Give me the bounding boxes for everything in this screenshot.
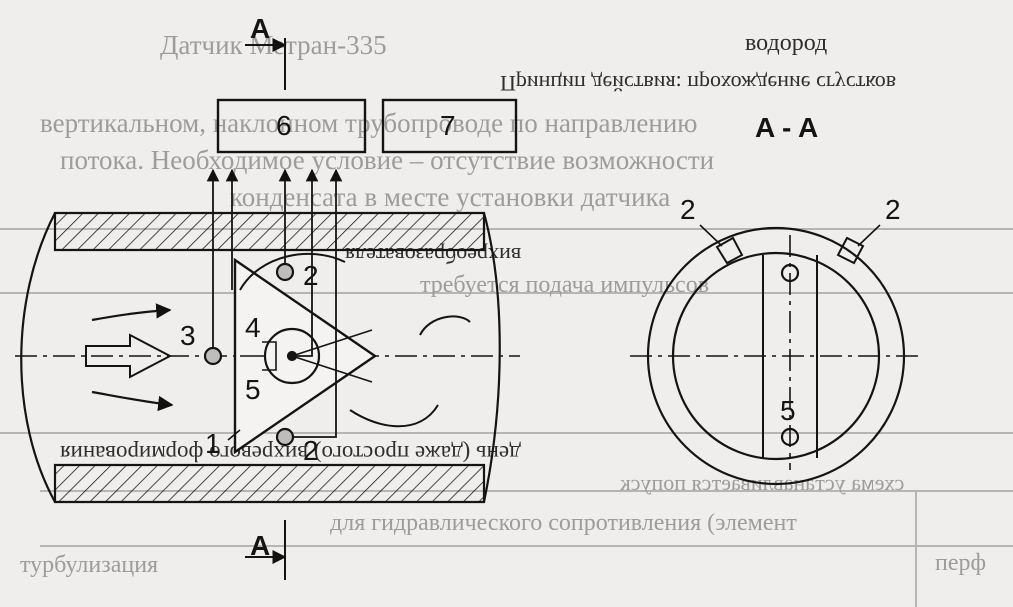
bg-text-2: водород bbox=[745, 30, 828, 56]
sensor-2-top bbox=[275, 262, 295, 282]
label-2-top: 2 bbox=[303, 260, 319, 291]
label-2-bottom: 2 bbox=[303, 435, 319, 466]
label-3: 3 bbox=[180, 320, 196, 351]
label-1: 1 bbox=[205, 428, 221, 459]
section-sensor-bottom bbox=[780, 427, 800, 447]
section-label-5: 5 bbox=[780, 395, 796, 426]
flow-arrow-upper bbox=[91, 303, 172, 322]
box-6-label: 6 bbox=[276, 110, 292, 141]
bg-rule bbox=[40, 490, 1013, 492]
box-6 bbox=[216, 98, 367, 154]
bg-rule bbox=[915, 490, 917, 607]
section-sensor-2-right bbox=[836, 236, 865, 265]
label-4: 4 bbox=[245, 312, 261, 343]
bg-text-11: для гидравлического сопротивления (элеме… bbox=[330, 510, 797, 536]
bg-text-6: конденсата в месте установки датчика bbox=[230, 182, 671, 212]
vortex-right-lower bbox=[349, 404, 439, 428]
vortex-right-upper bbox=[419, 315, 471, 336]
section-title: A - A bbox=[755, 112, 819, 143]
pipe-break-right bbox=[482, 212, 501, 503]
sensor-3 bbox=[203, 346, 223, 366]
sensor-2-bottom bbox=[275, 427, 295, 447]
bg-text-13: перф bbox=[935, 550, 987, 576]
section-label-2-right: 2 bbox=[885, 194, 901, 225]
flow-arrow-lower bbox=[91, 390, 174, 412]
pipe-break-left bbox=[20, 212, 56, 503]
section-label-2-left: 2 bbox=[680, 194, 696, 225]
section-sensor-top bbox=[780, 263, 800, 283]
bg-text-5: потока. Необходимое условие – отсутствие… bbox=[60, 145, 715, 175]
bg-rule bbox=[40, 545, 1013, 547]
pipe-wall-bottom bbox=[53, 463, 486, 504]
pipe-wall-top bbox=[53, 211, 486, 252]
box-7 bbox=[381, 98, 518, 154]
section-sensor-2-left bbox=[715, 236, 744, 265]
bg-text-12: турбулизация bbox=[20, 552, 159, 578]
bg-rule bbox=[0, 228, 1013, 230]
section-marker-bottom: A bbox=[250, 530, 271, 561]
box-7-label: 7 bbox=[440, 110, 456, 141]
bg-text-4: вертикальном, наклонном трубопроводе по … bbox=[40, 108, 698, 138]
flow-arrow-main bbox=[85, 333, 173, 379]
section-marker-top: A bbox=[250, 13, 271, 44]
bg-text-8: требуется подача импульсов bbox=[420, 272, 710, 298]
bg-rule bbox=[0, 432, 1013, 434]
bg-rule bbox=[0, 292, 1013, 294]
label-5: 5 bbox=[245, 374, 261, 405]
vortex-upper bbox=[239, 252, 346, 291]
